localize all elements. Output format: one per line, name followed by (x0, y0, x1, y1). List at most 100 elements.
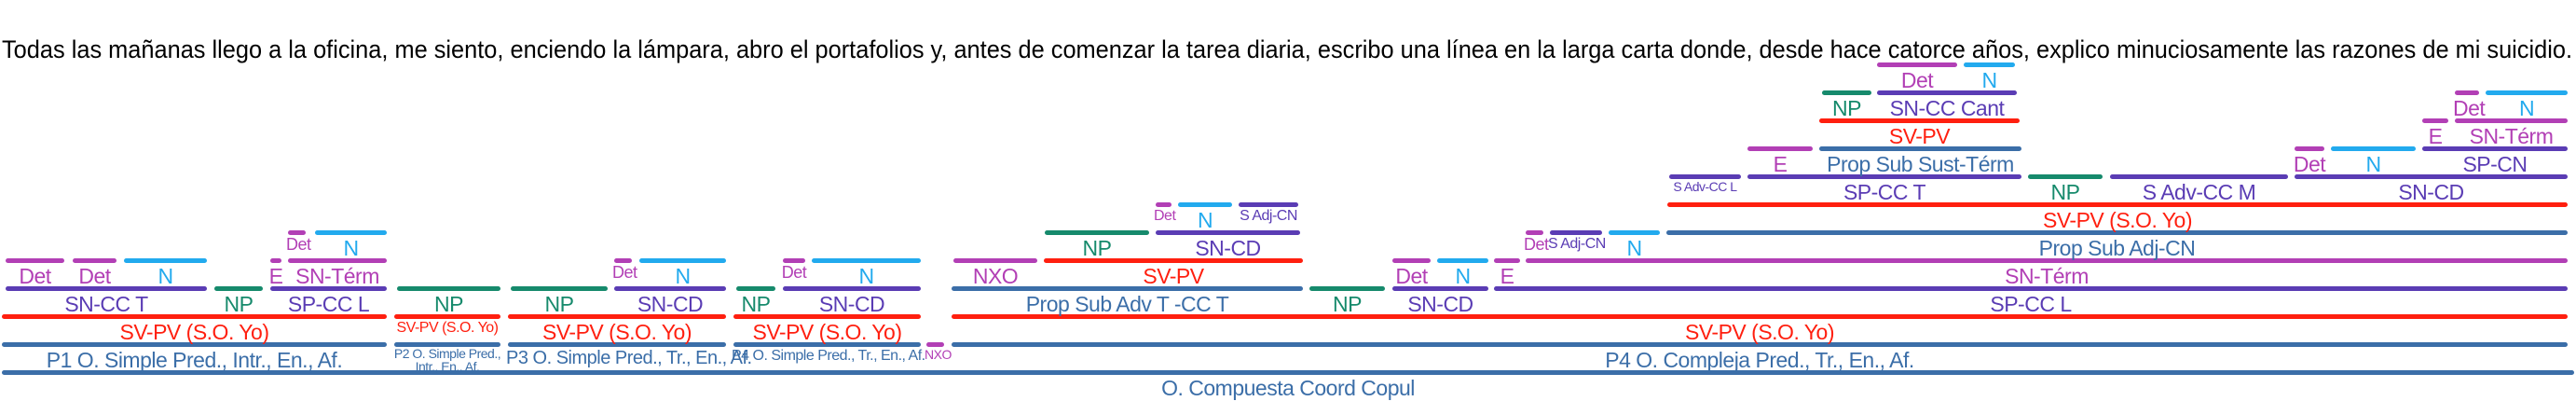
constituent-sn-cc-cant: SN-CC Cant (1875, 90, 2019, 120)
constituent-sn-cd: SN-CD (1391, 286, 1490, 315)
bracket-line (2455, 90, 2479, 95)
constituent-label: Det (78, 264, 111, 288)
constituent-nxo: NXO (925, 342, 952, 370)
constituent-label: N (1626, 236, 1642, 260)
constituent-label: SV-PV (S.O. Yo) (119, 320, 269, 344)
bracket-line (953, 258, 1037, 263)
bracket-line (1526, 258, 2568, 263)
constituent-s-adv-cc-m: S Adv-CC M (2108, 174, 2290, 203)
constituent-label: SN-CD (2398, 180, 2464, 204)
constituent-label: Det (781, 263, 807, 282)
bracket-line (1526, 230, 1543, 235)
constituent-label: Det (1395, 264, 1428, 288)
constituent-det: Det (2453, 90, 2486, 119)
bracket-line (315, 230, 387, 235)
constituent-p3-o-simple-pred-tr-en-af: P3 O. Simple Pred., Tr., En., Af. (506, 342, 752, 370)
constituent-o-compuesta-coord-copul: O. Compuesta Coord Copul (0, 370, 2576, 400)
bracket-line (2, 314, 387, 319)
bracket-line (1392, 258, 1431, 263)
constituent-label: Det (612, 263, 637, 282)
constituent-sn-cd: SN-CD (1154, 230, 1302, 260)
constituent-label: SN-CC Cant (1889, 96, 2005, 120)
bracket-line (394, 342, 500, 347)
constituent-sv-pv-s-o-yo: SV-PV (S.O. Yo) (950, 314, 2569, 344)
constituent-label: P1 O. Simple Pred., Intr., En., Af. (46, 348, 343, 372)
bracket-line (1669, 174, 1741, 179)
constituent-n: N (122, 258, 209, 288)
constituent-np: NP (212, 286, 265, 315)
constituent-label: NP (1832, 96, 1861, 120)
constituent-label: SN-Térm (295, 264, 379, 288)
bracket-line (397, 286, 500, 291)
constituent-label: N (1455, 264, 1471, 288)
bracket-line (508, 342, 726, 347)
constituent-label: Det (286, 235, 311, 254)
constituent-label: P4 O. Compleja Pred., Tr., En., Af. (1605, 348, 1914, 372)
constituent-label: NP (1082, 236, 1112, 260)
bracket-line (1819, 146, 2021, 151)
constituent-label: O. Compuesta Coord Copul (1161, 376, 1415, 400)
bracket-line (1437, 258, 1488, 263)
bracket-line (6, 258, 64, 263)
bracket-line (1494, 286, 2568, 291)
constituent-sn-térm: SN-Térm (1524, 258, 2569, 287)
constituent-label: N (158, 264, 173, 288)
constituent-label: SV-PV (S.O. Yo) (752, 320, 902, 344)
constituent-label: SP-CC L (287, 292, 370, 316)
constituent-sv-pv-s-o-yo: SV-PV (S.O. Yo) (506, 314, 728, 344)
constituent-sp-cc-l: SP-CC L (1492, 286, 2569, 315)
constituent-label: Det (19, 264, 51, 288)
constituent-label: NXO (925, 347, 952, 362)
constituent-sn-térm: SN-Térm (286, 258, 389, 288)
bracket-line (1747, 146, 1813, 151)
constituent-label: Prop Sub Adj-CN (2038, 236, 2196, 260)
bracket-line (1309, 286, 1385, 291)
constituent-det: Det (1154, 202, 1176, 230)
bracket-line (214, 286, 263, 291)
bracket-line (783, 286, 921, 291)
constituent-np: NP (2026, 174, 2104, 204)
bracket-line (952, 286, 1303, 291)
constituent-label: SN-CD (1195, 236, 1261, 260)
bracket-line (288, 230, 306, 235)
bracket-line (1666, 230, 2568, 235)
constituent-sn-térm: SN-Térm (2453, 118, 2569, 147)
constituent-label: NP (2050, 180, 2080, 204)
constituent-e: E (2420, 118, 2450, 147)
bracket-line (1494, 258, 1520, 263)
constituent-label: N (858, 264, 874, 288)
constituent-det: Det (71, 258, 118, 288)
constituent-n: N (1607, 230, 1662, 260)
constituent-label: NP (741, 292, 771, 316)
bracket-line (394, 314, 500, 319)
bracket-line (926, 342, 944, 347)
constituent-label: SN-CC T (64, 292, 148, 316)
constituent-label: E (1500, 264, 1514, 288)
bracket-line (508, 314, 726, 319)
constituent-label: S Adj-CN (1240, 208, 1297, 224)
bracket-line (2, 370, 2574, 375)
bracket-line (1239, 202, 1298, 207)
bracket-line (1178, 202, 1232, 207)
constituent-n: N (313, 230, 389, 259)
bracket-line (2028, 174, 2103, 179)
bracket-line (2422, 118, 2448, 123)
constituent-sv-pv-s-o-yo: SV-PV (S.O. Yo) (1665, 202, 2569, 231)
bracket-line (733, 342, 921, 347)
constituent-label: SV-PV (S.O. Yo) (1685, 320, 1834, 344)
bracket-line (614, 286, 726, 291)
bracket-line (1667, 202, 2568, 207)
constituent-sn-cd: SN-CD (781, 286, 923, 315)
constituent-label: SV-PV (S.O. Yo) (542, 320, 692, 344)
constituent-label: S Adj-CN (1548, 236, 1606, 252)
bracket-line (1044, 258, 1303, 263)
bracket-line (783, 258, 805, 263)
constituent-label: Det (1154, 208, 1176, 224)
constituent-sv-pv: SV-PV (1817, 118, 2021, 147)
constituent-label: Det (1524, 235, 1549, 254)
constituent-sv-pv-s-o-yo: SV-PV (S.O. Yo) (732, 314, 923, 344)
bracket-line (1550, 230, 1602, 235)
constituent-sv-pv-s-o-yo: SV-PV (S.O. Yo) (0, 314, 389, 344)
constituent-np: NP (1043, 230, 1151, 260)
